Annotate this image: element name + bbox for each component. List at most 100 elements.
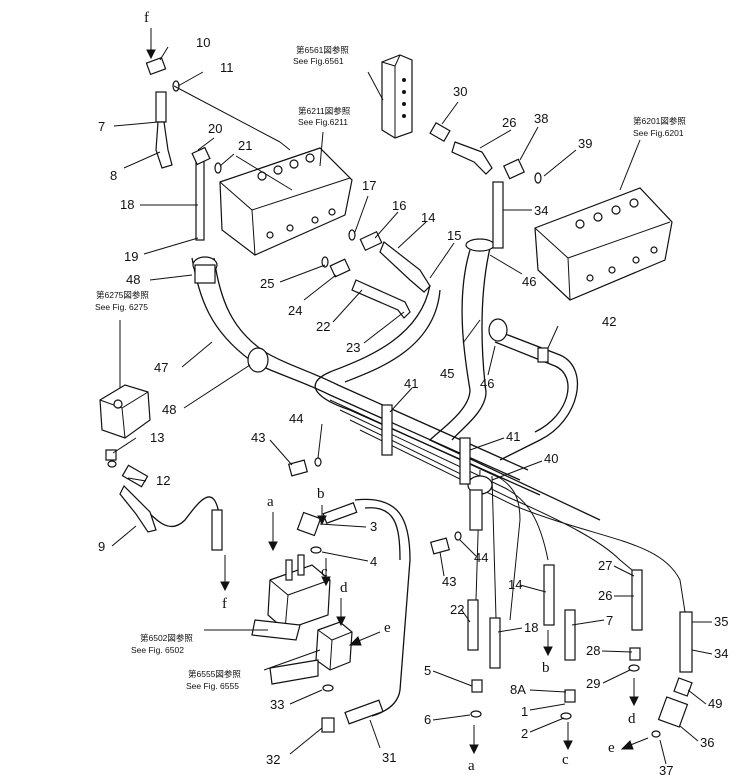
callout: 1 [521,704,528,719]
callout: 22 [316,319,330,334]
callout: 39 [578,136,592,151]
ref-6201-jp: 第6201図参照 [633,116,686,126]
pipe-bundle [124,247,686,717]
ref-6201: 第6201図参照 See Fig.6201 [633,116,686,138]
callout: 49 [708,696,722,711]
ref-6211: 第6211図参照 See Fig.6211 [298,106,351,127]
link-letter: b [317,486,325,502]
callout: 31 [382,750,396,765]
callout: 48 [162,402,176,417]
callout: 43 [251,430,265,445]
link-letter: d [340,580,348,596]
hose-clamps [192,238,549,531]
link-letter: b [542,660,550,676]
callout: 6 [424,712,431,727]
callout: 46 [522,274,536,289]
link-letter: a [468,758,475,774]
fittings [105,56,693,738]
callout: 24 [288,303,302,318]
callout: 17 [362,178,376,193]
callout: 44 [474,550,488,565]
flow-arrows [146,28,649,755]
callout: 42 [602,314,616,329]
callout: 14 [421,210,435,225]
part-callouts: 10 11 7 8 20 21 18 19 48 47 48 25 24 22 … [98,35,728,776]
callout: 10 [196,35,210,50]
ref-6561-jp: 第6561図参照 [296,45,349,55]
callout: 19 [124,249,138,264]
callout: 23 [346,340,360,355]
ref-6502: 第6502図参照 See Fig. 6502 [131,633,193,655]
callout: 26 [502,115,516,130]
callout: 40 [544,451,558,466]
callout: 15 [447,228,461,243]
callout: 35 [714,614,728,629]
leader-lines [111,46,713,765]
link-letter: c [321,564,328,580]
callout: 22 [450,602,464,617]
link-letter: d [628,711,636,727]
link-letter: e [384,620,391,636]
valve-6275 [99,384,151,439]
callout: 41 [506,429,520,444]
callout: 37 [659,763,673,776]
callout: 8A [510,682,526,697]
callout: 8 [110,168,117,183]
block-6561 [381,54,413,139]
callout: 21 [238,138,252,153]
callout: 7 [606,613,613,628]
connection-letters: f f a a b b c c d d e e [144,10,636,774]
callout: 29 [586,676,600,691]
block-6555 [269,621,353,685]
callout: 18 [120,197,134,212]
callout: 46 [480,376,494,391]
link-letter: f [222,596,227,612]
ref-6211-jp: 第6211図参照 [298,106,351,116]
callout: 30 [453,84,467,99]
callout: 43 [442,574,456,589]
callout: 20 [208,121,222,136]
link-letter: f [144,10,149,26]
callout: 34 [714,646,728,661]
callout: 36 [700,735,714,750]
control-valve-6201 [534,187,673,301]
callout: 11 [220,60,234,75]
callout: 5 [424,663,431,678]
ref-6502-jp: 第6502図参照 [140,633,193,643]
callout: 41 [404,376,418,391]
ref-6275: 第6275図参照 See Fig. 6275 [95,290,149,312]
callout: 7 [98,119,105,134]
ref-6555: 第6555図参照 See Fig. 6555 [186,669,241,691]
callout: 34 [534,203,548,218]
ref-6555-en: See Fig. 6555 [186,681,239,691]
ref-6275-jp: 第6275図参照 [96,290,149,300]
callout: 2 [521,726,528,741]
callout: 48 [126,272,140,287]
ref-6201-en: See Fig.6201 [633,128,684,138]
ref-6275-en: See Fig. 6275 [95,302,148,312]
ref-6555-jp: 第6555図参照 [188,669,241,679]
control-valve-6211 [219,147,353,256]
callout: 9 [98,539,105,554]
link-letter: e [608,740,615,756]
callout: 32 [266,752,280,767]
callout: 14 [508,577,522,592]
callout: 33 [270,697,284,712]
block-6502 [251,554,331,641]
link-letter: a [267,494,274,510]
callout: 38 [534,111,548,126]
ref-6502-en: See Fig. 6502 [131,645,184,655]
callout: 18 [524,620,538,635]
ref-6561: 第6561図参照 See Fig.6561 [293,45,349,66]
callout: 27 [598,558,612,573]
callout: 16 [392,198,406,213]
ref-6211-en: See Fig.6211 [298,117,348,127]
callout: 44 [289,411,303,426]
callout: 25 [260,276,274,291]
link-letter: c [562,752,569,768]
callout: 26 [598,588,612,603]
callout: 45 [440,366,454,381]
callout: 13 [150,430,164,445]
